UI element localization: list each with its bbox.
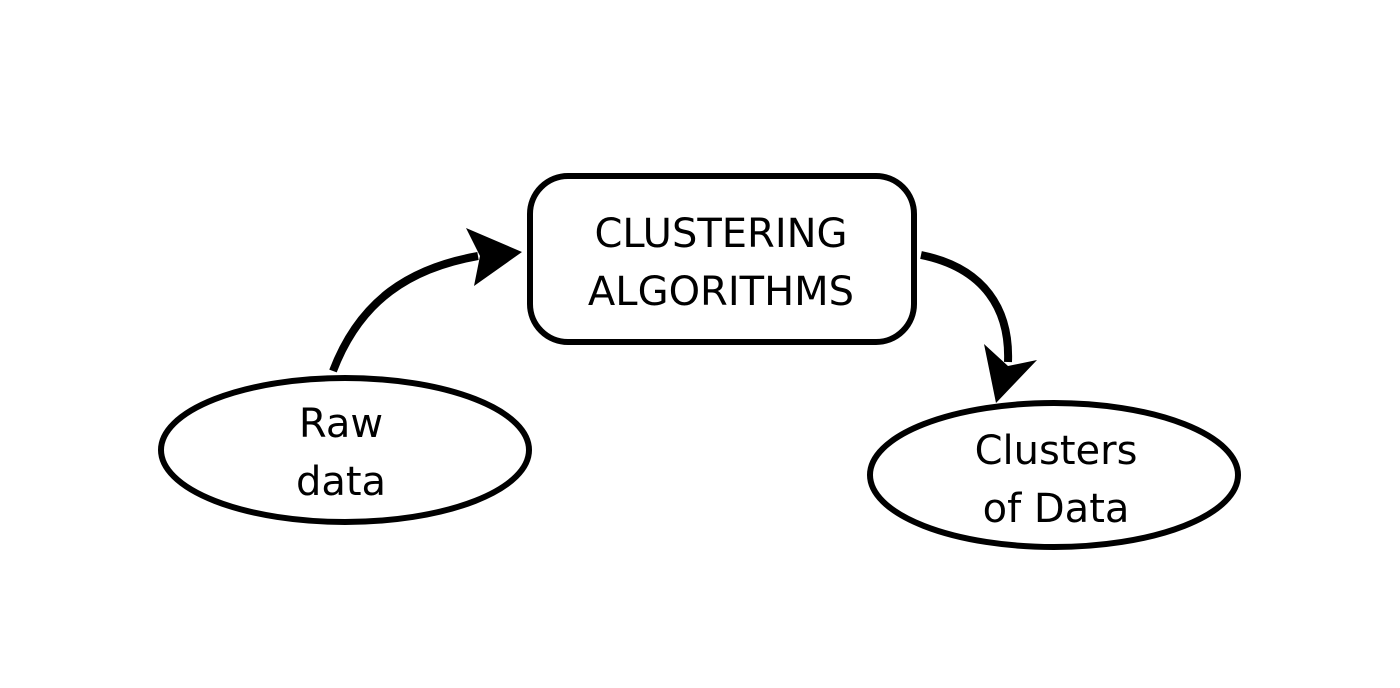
arrowhead-icon (466, 228, 522, 286)
node-clustering-algorithms: CLUSTERING ALGORITHMS (527, 173, 917, 345)
node-raw-data-shape (158, 375, 532, 525)
edge-raw-data-to-algorithms-line (329, 252, 479, 373)
edge-algorithms-to-clusters-line (920, 251, 1013, 363)
node-raw-data-label-line1: Raw (299, 401, 383, 447)
edge-raw-data-to-algorithms (329, 228, 522, 373)
edge-algorithms-to-clusters (920, 251, 1037, 403)
node-clustering-algorithms-label-line1: CLUSTERING (594, 211, 847, 257)
node-raw-data: Raw data (158, 375, 532, 525)
node-clustering-algorithms-shape (527, 173, 917, 345)
node-clusters-of-data: Clusters of Data (867, 400, 1241, 550)
node-clusters-of-data-label-line1: Clusters (975, 428, 1138, 474)
node-clusters-of-data-label-line2: of Data (983, 486, 1130, 532)
arrowhead-icon (984, 344, 1037, 403)
node-clustering-algorithms-label-line2: ALGORITHMS (588, 269, 854, 315)
node-clusters-of-data-shape (867, 400, 1241, 550)
node-raw-data-label-line2: data (296, 459, 386, 505)
